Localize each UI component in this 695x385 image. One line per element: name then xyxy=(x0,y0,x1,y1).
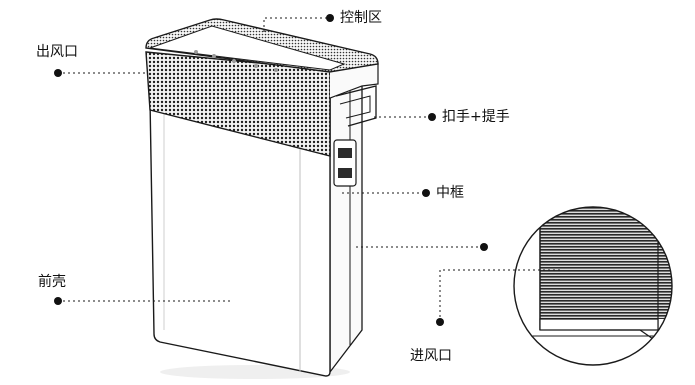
dot-air-inlet xyxy=(436,318,444,326)
side-grip xyxy=(333,139,357,187)
dot-air-outlet xyxy=(54,69,62,77)
side-panel xyxy=(329,83,363,374)
side-grip-slot-bottom xyxy=(338,168,352,178)
label-control-area: 控制区 xyxy=(340,10,382,26)
label-middle-frame: 中框 xyxy=(436,185,464,201)
control-panel xyxy=(149,25,346,71)
leader-lines xyxy=(58,17,560,322)
front-shell xyxy=(149,97,331,377)
label-air-inlet: 进风口 xyxy=(410,348,452,364)
control-buttons xyxy=(194,50,278,72)
leader-control-area xyxy=(263,17,330,32)
side-grip-slot-top xyxy=(338,148,352,158)
handle-bracket xyxy=(335,85,377,127)
label-handle: 扣手+提手 xyxy=(442,109,510,125)
dot-handle xyxy=(428,113,436,121)
leader-air-inlet xyxy=(439,269,560,322)
top-side-edge xyxy=(329,63,379,99)
dot-middle-frame xyxy=(422,189,430,197)
dot-inlet xyxy=(480,243,488,251)
label-air-outlet: 出风口 xyxy=(36,44,78,60)
dot-control-area xyxy=(326,14,334,22)
label-front-shell: 前壳 xyxy=(38,274,66,290)
dot-front-shell xyxy=(54,297,62,305)
inlet-zoom-detail xyxy=(513,206,673,366)
leader-dots xyxy=(54,14,488,326)
handle-inner xyxy=(339,95,371,119)
